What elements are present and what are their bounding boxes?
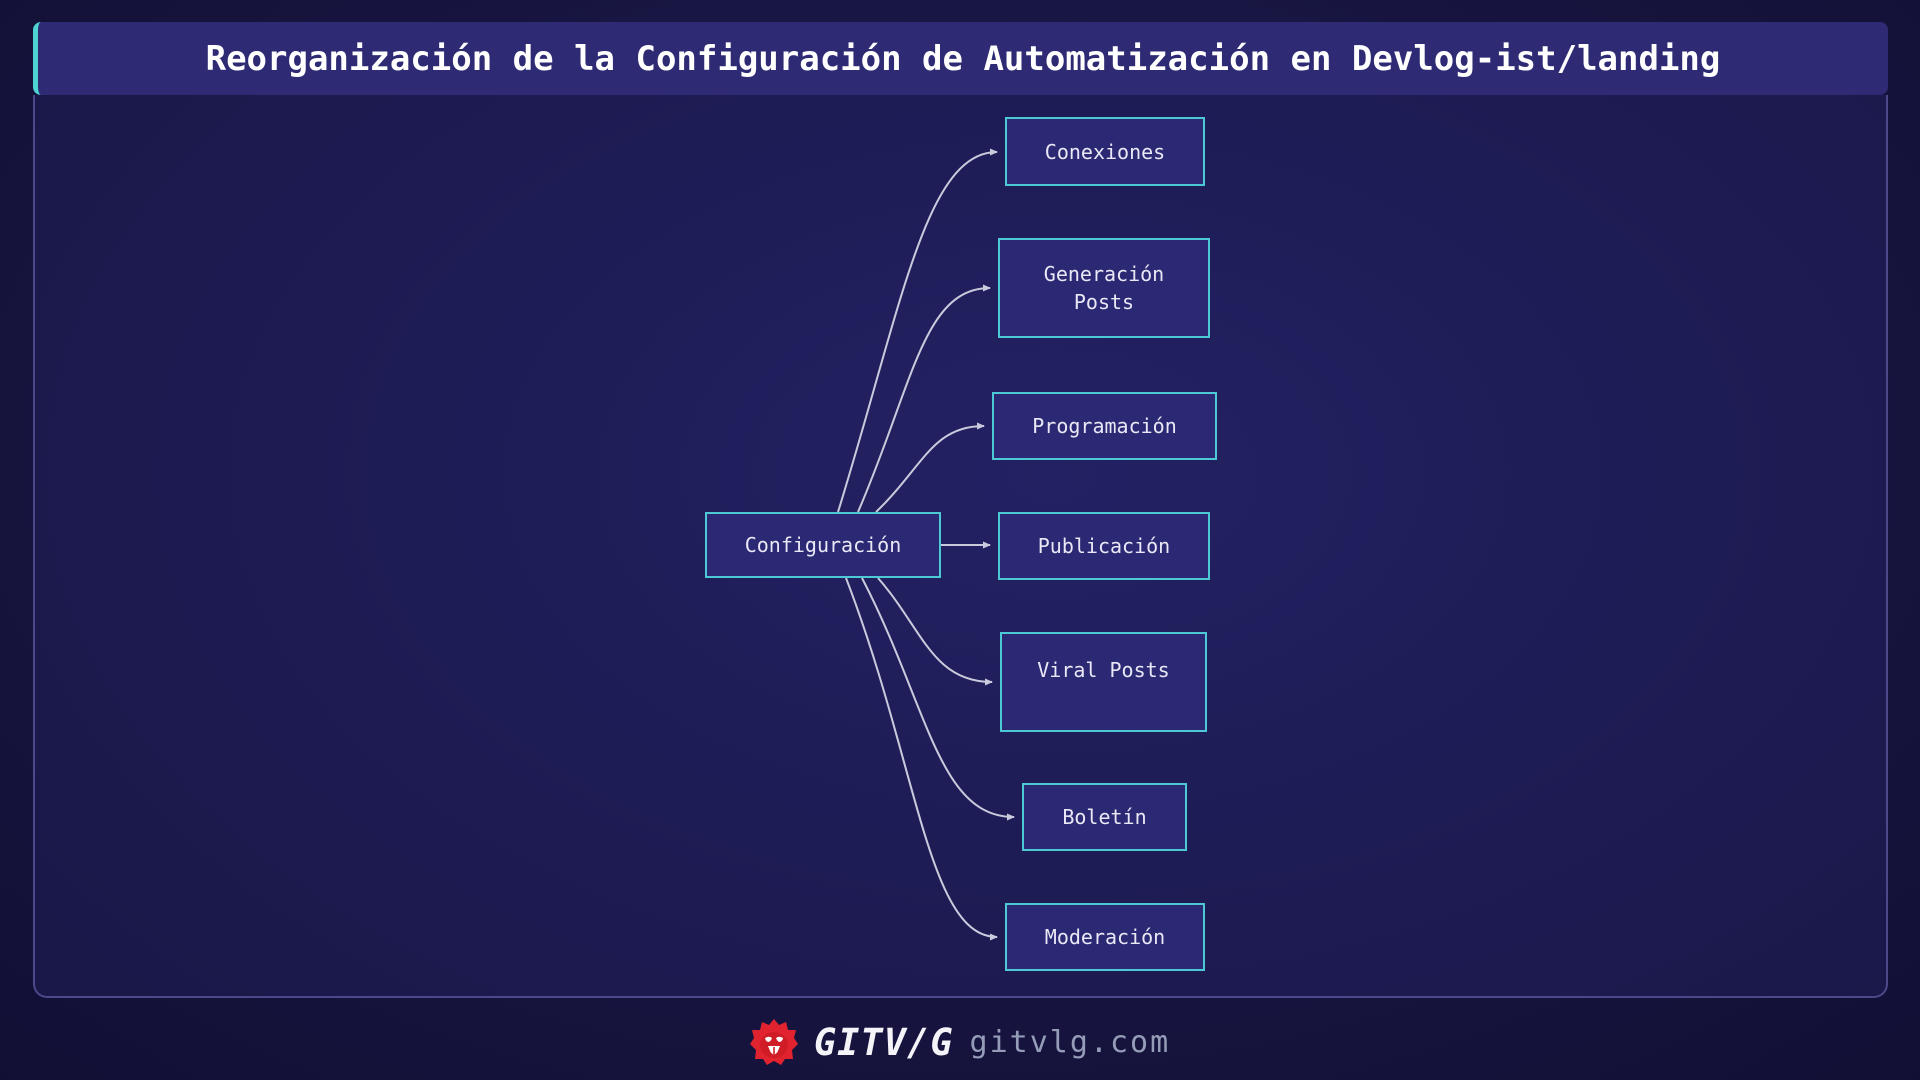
node-moderacion: Moderación xyxy=(1005,903,1205,971)
page-title: Reorganización de la Configuración de Au… xyxy=(205,38,1721,79)
footer: GITV/G gitvlg.com xyxy=(0,1012,1920,1072)
lion-icon xyxy=(749,1019,798,1065)
node-programacion: Programación xyxy=(992,392,1217,460)
node-generacion-posts: Generación Posts xyxy=(998,238,1210,338)
node-moderacion-label: Moderación xyxy=(1044,925,1166,949)
diagram-panel xyxy=(33,95,1888,998)
node-publicacion-label: Publicación xyxy=(1037,534,1171,558)
node-conexiones-label: Conexiones xyxy=(1044,139,1166,164)
node-publicacion: Publicación xyxy=(998,512,1210,580)
node-viral-posts-label: Viral Posts xyxy=(1037,658,1170,682)
node-generacion-posts-label: Generación Posts xyxy=(1043,262,1165,314)
node-boletin-label: Boletín xyxy=(1062,805,1147,829)
title-bar: Reorganización de la Configuración de Au… xyxy=(33,22,1888,95)
node-boletin: Boletín xyxy=(1022,783,1187,851)
brand-name: GITV/G xyxy=(813,1020,954,1064)
node-conexiones: Conexiones xyxy=(1005,117,1205,186)
node-viral-posts: Viral Posts xyxy=(1000,632,1207,732)
node-configuracion: Configuración xyxy=(705,512,941,578)
node-programacion-label: Programación xyxy=(1032,414,1177,438)
node-configuracion-label: Configuración xyxy=(744,533,902,557)
brand-domain: gitvlg.com xyxy=(969,1024,1171,1060)
